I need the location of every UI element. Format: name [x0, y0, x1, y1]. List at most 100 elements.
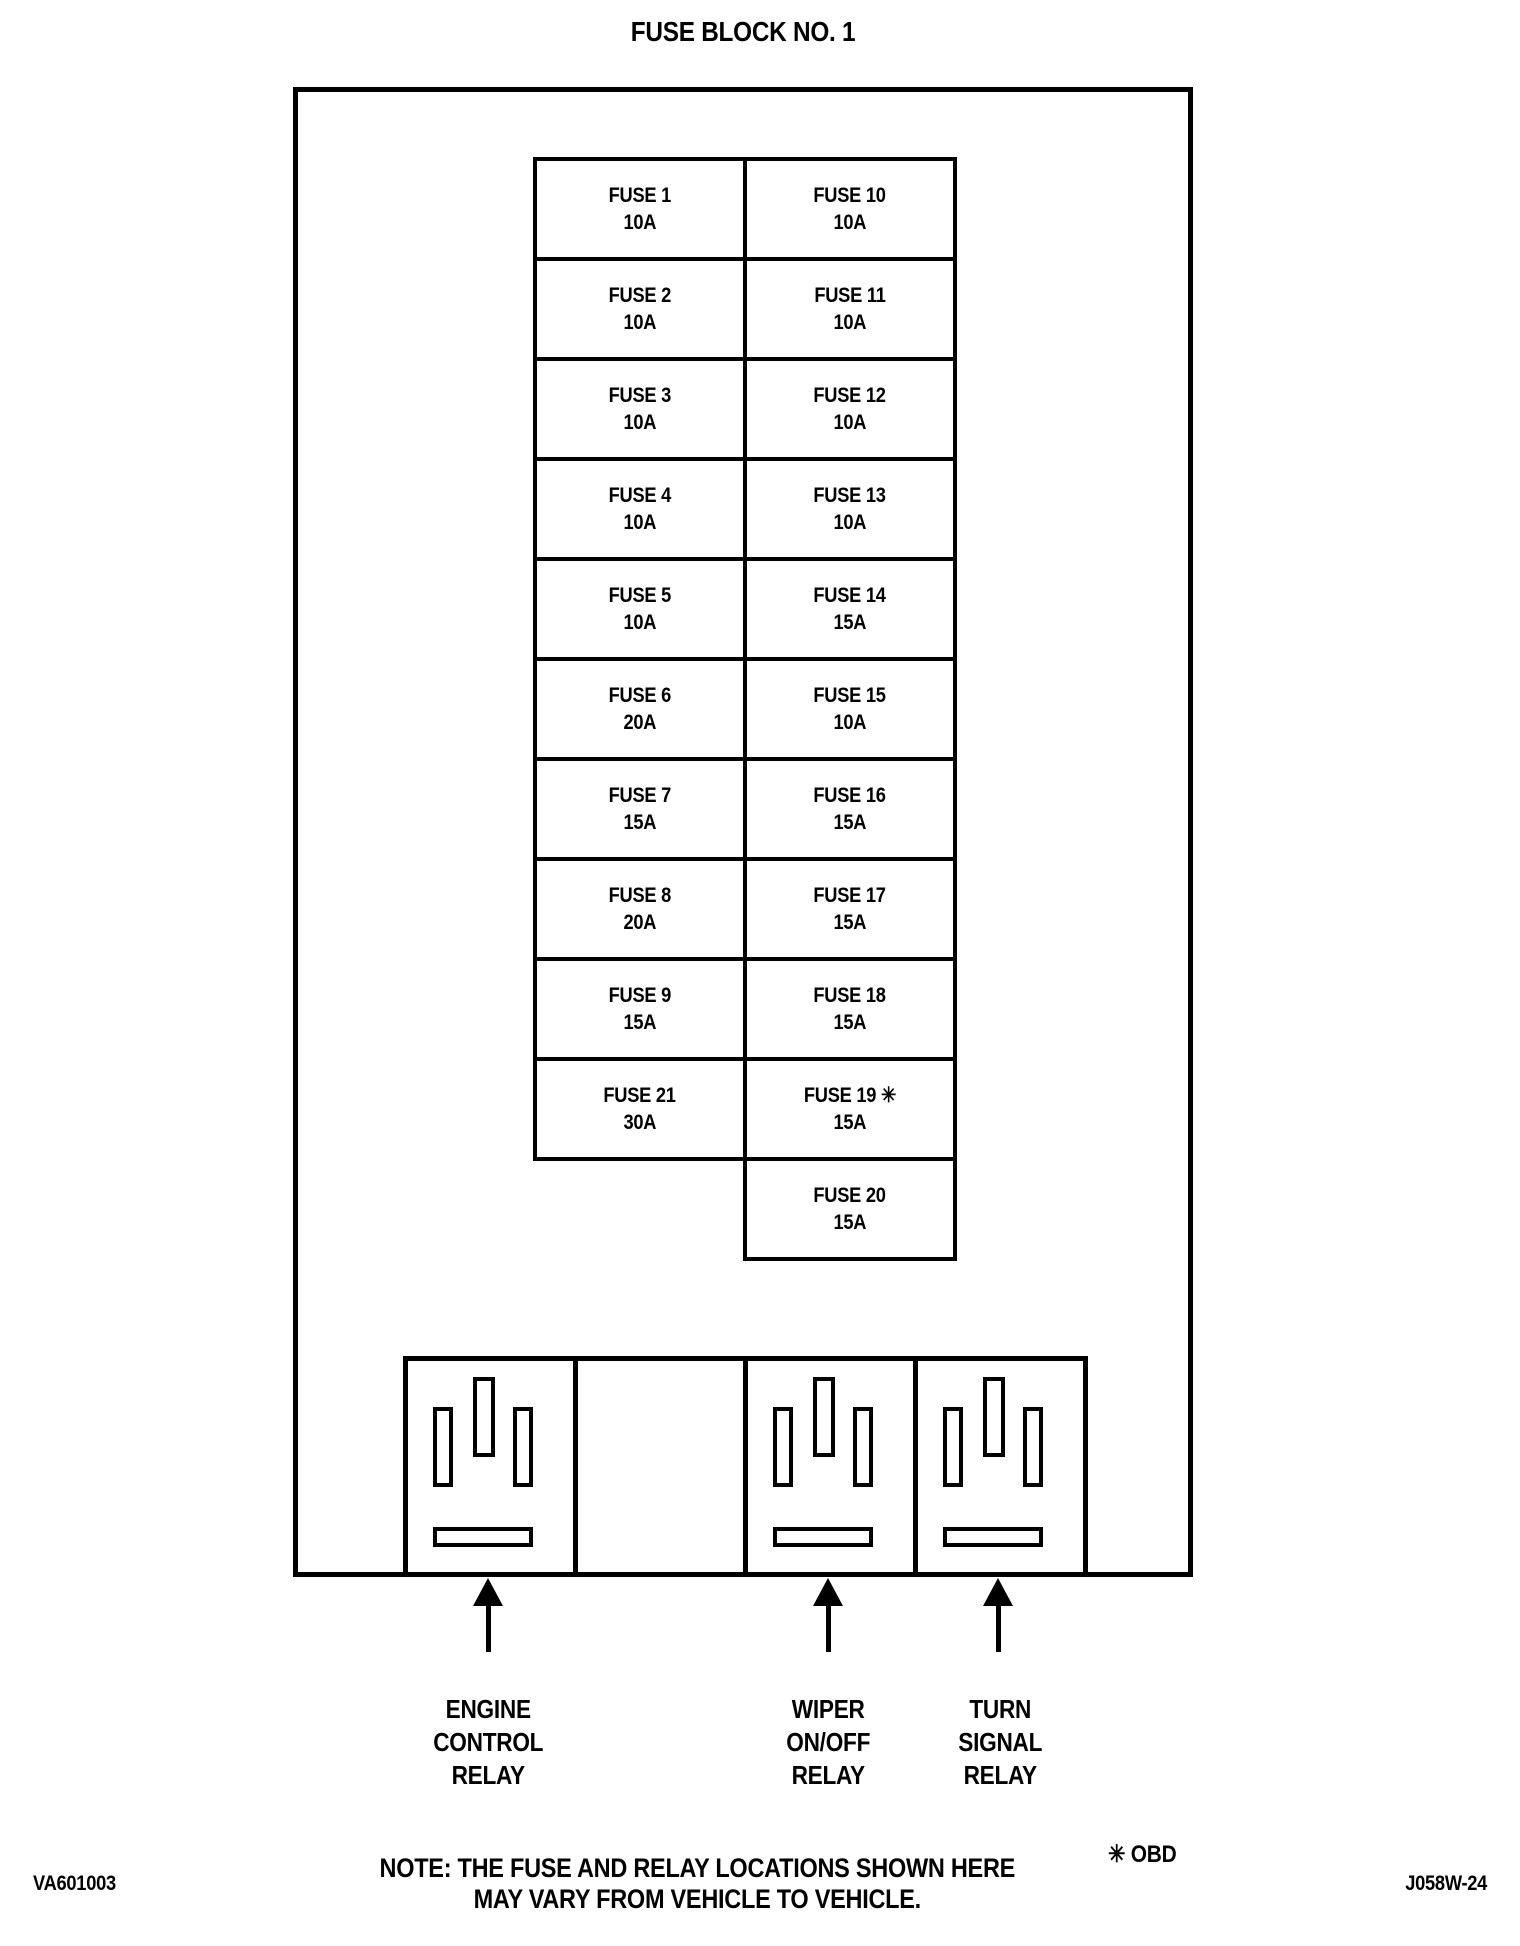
arrow-up-icon [813, 1578, 843, 1606]
fuse-amps: 10A [833, 311, 867, 334]
fuse-name: FUSE 20 [813, 1184, 887, 1207]
fuse-amps: 20A [623, 711, 657, 734]
arrow-stem [826, 1602, 831, 1652]
fuse-cell: FUSE 14 15A [743, 557, 957, 661]
relay-pin [853, 1407, 873, 1487]
fuse-amps: 15A [833, 1111, 867, 1134]
fuse-amps: 10A [623, 611, 657, 634]
obd-legend: ✳ OBD [1108, 1840, 1187, 1869]
fuse-cell: FUSE 6 20A [533, 657, 747, 761]
fuse-amps: 15A [833, 1211, 867, 1234]
fuse-name: FUSE 7 [608, 784, 672, 807]
relay-pin [983, 1377, 1005, 1457]
relay-divider [913, 1356, 918, 1577]
fuse-cell: FUSE 8 20A [533, 857, 747, 961]
arrow-stem [996, 1602, 1001, 1652]
drawing-code-left: VA601003 [33, 1872, 128, 1896]
drawing-code-right: J058W-24 [1347, 1872, 1487, 1896]
relay-pin [943, 1407, 963, 1487]
fuse-cell: FUSE 3 10A [533, 357, 747, 461]
arrow-up-icon [983, 1578, 1013, 1606]
relay-pin [433, 1407, 453, 1487]
fuse-name: FUSE 11 [814, 284, 886, 307]
fuse-name: FUSE 15 [813, 684, 887, 707]
fuse-column-right: FUSE 10 10A FUSE 11 10A FUSE 12 10A FUSE 13… [743, 157, 957, 1261]
turn-signal-relay-label: TURN SIGNAL RELAY [890, 1660, 1110, 1792]
relay-divider [743, 1356, 748, 1577]
fuse-name: FUSE 16 [813, 784, 887, 807]
fuse-amps: 10A [833, 511, 867, 534]
fuse-amps: 10A [833, 211, 867, 234]
fuse-cell: FUSE 7 15A [533, 757, 747, 861]
fuse-amps: 10A [833, 411, 867, 434]
fuse-name: FUSE 12 [813, 384, 887, 407]
fuse-amps: 30A [623, 1111, 657, 1134]
fuse-cell: FUSE 5 10A [533, 557, 747, 661]
fuse-name: FUSE 1 [608, 184, 672, 207]
fuse-amps: 15A [833, 611, 867, 634]
fuse-cell: FUSE 21 30A [533, 1057, 747, 1161]
relay-pin [433, 1527, 533, 1547]
fuse-amps: 15A [833, 911, 867, 934]
fuse-name: FUSE 8 [608, 884, 672, 907]
fuse-name: FUSE 6 [608, 684, 672, 707]
relay-pin [773, 1407, 793, 1487]
fuse-name: FUSE 4 [608, 484, 672, 507]
fuse-cell: FUSE 4 10A [533, 457, 747, 561]
page-title: FUSE BLOCK NO. 1 [293, 16, 1193, 48]
fuse-cell: FUSE 12 10A [743, 357, 957, 461]
wiper-on-off-relay-label: WIPER ON/OFF RELAY [718, 1660, 938, 1792]
fuse-amps: 10A [623, 511, 657, 534]
relay-divider [573, 1356, 578, 1577]
fuse-amps: 10A [833, 711, 867, 734]
fuse-cell: FUSE 18 15A [743, 957, 957, 1061]
arrow-up-icon [473, 1578, 503, 1606]
wiper-on-off-relay-label-text: WIPER ON/OFF RELAY [786, 1694, 870, 1790]
relay-divider [1083, 1356, 1088, 1577]
relay-pin [813, 1377, 835, 1457]
asterisk-icon: ✳ [1108, 1841, 1126, 1868]
fuse-amps: 10A [623, 411, 657, 434]
drawing-code-right-text: J058W-24 [1405, 1872, 1487, 1895]
relay-pin [473, 1377, 495, 1457]
fuse-amps: 15A [833, 811, 867, 834]
fuse-cell: FUSE 19 ✳15A [743, 1057, 957, 1161]
fuse-name: FUSE 10 [813, 184, 887, 207]
fuse-cell: FUSE 1 10A [533, 157, 747, 261]
fuse-cell: FUSE 13 10A [743, 457, 957, 561]
note-text-block: NOTE: THE FUSE AND RELAY LOCATIONS SHOWN… [297, 1822, 1097, 1915]
note-text: NOTE: THE FUSE AND RELAY LOCATIONS SHOWN… [379, 1853, 1015, 1914]
fuse-name: FUSE 9 [608, 984, 672, 1007]
fuse-amps: 15A [623, 811, 657, 834]
fuse-cell: FUSE 16 15A [743, 757, 957, 861]
drawing-code-left-text: VA601003 [33, 1872, 116, 1895]
turn-signal-relay-label-text: TURN SIGNAL RELAY [958, 1694, 1042, 1790]
fuse-amps: 15A [623, 1011, 657, 1034]
fuse-cell: FUSE 17 15A [743, 857, 957, 961]
fuse-cell: FUSE 9 15A [533, 957, 747, 1061]
fuse-name: FUSE 18 [813, 984, 887, 1007]
fuse-name: FUSE 14 [813, 584, 887, 607]
fuse-name: FUSE 21 [603, 1084, 677, 1107]
fuse-amps: 20A [623, 911, 657, 934]
fuse-cell: FUSE 10 10A [743, 157, 957, 261]
fuse-name: FUSE 3 [608, 384, 672, 407]
fuse-amps: 10A [623, 211, 657, 234]
page-title-text: FUSE BLOCK NO. 1 [630, 16, 856, 47]
fuse-cell: FUSE 20 15A [743, 1157, 957, 1261]
relay-divider [403, 1356, 408, 1577]
engine-control-relay-label: ENGINE CONTROL RELAY [378, 1660, 598, 1792]
fuse-name: FUSE 13 [813, 484, 887, 507]
fuse-name: FUSE 2 [608, 284, 672, 307]
fuse-name: FUSE 5 [608, 584, 672, 607]
engine-control-relay-label-text: ENGINE CONTROL RELAY [432, 1694, 543, 1790]
fuse-cell: FUSE 15 10A [743, 657, 957, 761]
obd-legend-text: OBD [1130, 1841, 1177, 1868]
relay-pin [1023, 1407, 1043, 1487]
relay-pin [773, 1527, 873, 1547]
relay-pin [943, 1527, 1043, 1547]
fuse-amps: 15A [833, 1011, 867, 1034]
fuse-name: FUSE 17 [813, 884, 887, 907]
fuse-amps: 10A [623, 311, 657, 334]
